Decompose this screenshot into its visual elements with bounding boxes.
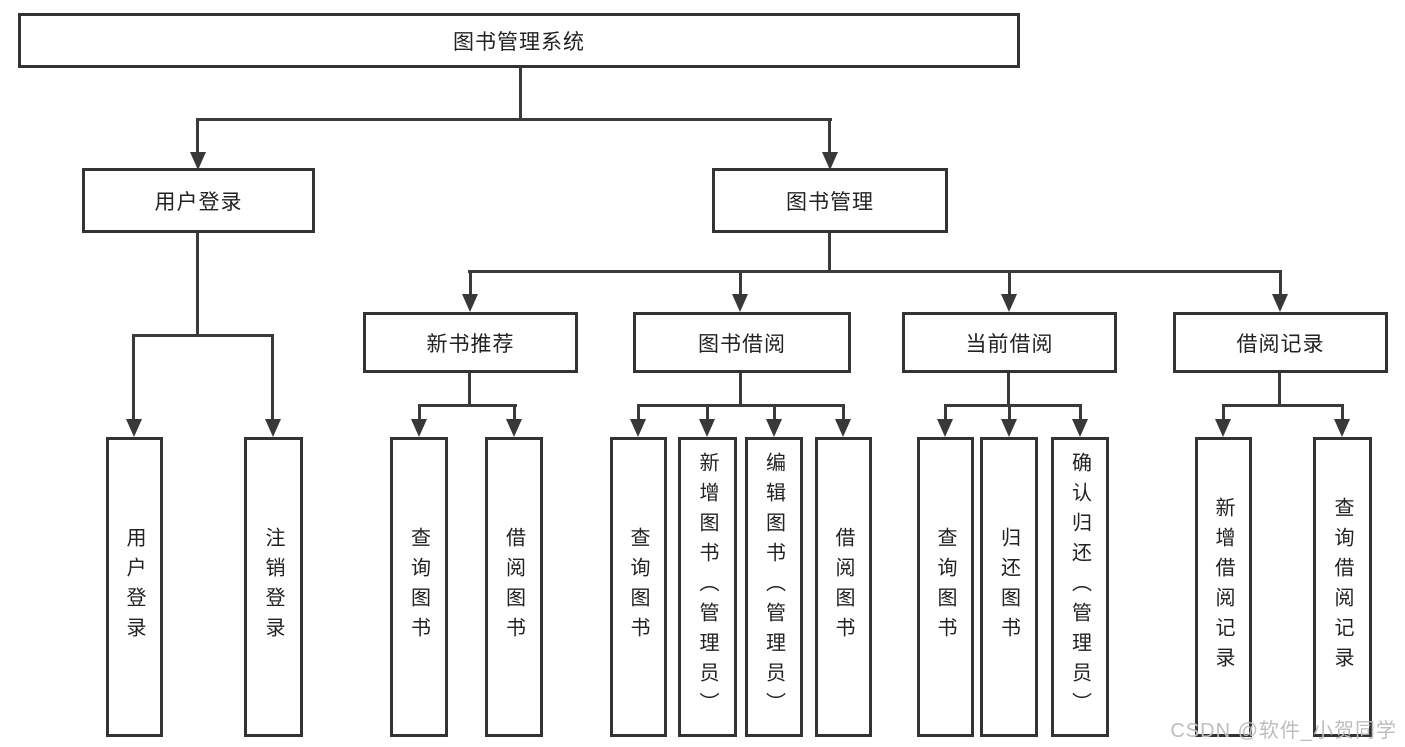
connector-vline — [519, 68, 522, 121]
connector-hline — [944, 404, 1082, 407]
connector-stem — [418, 404, 421, 422]
connector-stem — [469, 270, 472, 298]
arrow-down-icon — [1001, 419, 1017, 437]
connector-vline — [1278, 373, 1281, 407]
leaf-bb-add-books-admin: 新增图书（管理员） — [678, 437, 737, 737]
arrow-down-icon — [937, 419, 953, 437]
node-book-borrowing: 图书借阅 — [633, 312, 851, 373]
leaf-nb-borrow-books: 借阅图书 — [485, 437, 543, 737]
arrow-down-icon — [766, 419, 782, 437]
connector-stem — [132, 334, 135, 424]
leaf-br-query-record: 查询借阅记录 — [1313, 437, 1372, 737]
connector-stem — [637, 404, 640, 422]
connector-stem — [196, 118, 199, 156]
connector-stem — [773, 404, 776, 422]
arrow-down-icon — [1215, 419, 1231, 437]
connector-vline — [196, 233, 199, 337]
arrow-down-icon — [126, 419, 142, 437]
leaf-cb-confirm-return-admin: 确认归还（管理员） — [1051, 437, 1109, 737]
leaf-user-login: 用户登录 — [106, 437, 163, 737]
arrow-down-icon — [1072, 419, 1088, 437]
leaf-nb-query-books: 查询图书 — [390, 437, 448, 737]
connector-stem — [739, 270, 742, 298]
connector-hline — [418, 404, 517, 407]
connector-hline — [196, 118, 832, 121]
leaf-cb-return-books: 归还图书 — [980, 437, 1038, 737]
connector-vline — [828, 233, 831, 273]
arrow-down-icon — [462, 294, 478, 312]
leaf-logout: 注销登录 — [244, 437, 303, 737]
arrow-down-icon — [1272, 294, 1288, 312]
connector-vline — [739, 373, 742, 407]
node-current-borrowing: 当前借阅 — [902, 312, 1117, 373]
leaf-bb-query-books: 查询图书 — [610, 437, 667, 737]
arrow-down-icon — [732, 294, 748, 312]
connector-stem — [271, 334, 274, 424]
connector-hline — [637, 404, 845, 407]
arrow-down-icon — [822, 152, 838, 170]
arrow-down-icon — [1334, 419, 1350, 437]
arrow-down-icon — [190, 152, 206, 170]
connector-hline — [132, 334, 274, 337]
node-book-management: 图书管理 — [712, 168, 948, 233]
leaf-br-add-record: 新增借阅记录 — [1195, 437, 1252, 737]
connector-stem — [1341, 404, 1344, 422]
arrow-down-icon — [411, 419, 427, 437]
node-user-login: 用户登录 — [82, 168, 315, 233]
arrow-down-icon — [835, 419, 851, 437]
connector-stem — [1008, 404, 1011, 422]
arrow-down-icon — [1001, 294, 1017, 312]
connector-stem — [944, 404, 947, 422]
leaf-cb-query-books: 查询图书 — [917, 437, 974, 737]
connector-stem — [513, 404, 516, 422]
node-borrowing-records: 借阅记录 — [1173, 312, 1388, 373]
arrow-down-icon — [265, 419, 281, 437]
node-new-book-recommendation: 新书推荐 — [363, 312, 578, 373]
connector-stem — [1008, 270, 1011, 298]
watermark: CSDN @软件_小贺同学 — [1170, 720, 1397, 742]
connector-vline — [1007, 373, 1010, 407]
node-library-management-system: 图书管理系统 — [18, 13, 1020, 68]
connector-hline — [1222, 404, 1344, 407]
connector-vline — [468, 373, 471, 407]
connector-stem — [1079, 404, 1082, 422]
leaf-bb-edit-books-admin: 编辑图书（管理员） — [745, 437, 803, 737]
arrow-down-icon — [699, 419, 715, 437]
connector-stem — [1222, 404, 1225, 422]
connector-stem — [706, 404, 709, 422]
connector-stem — [842, 404, 845, 422]
connector-stem — [1279, 270, 1282, 298]
arrow-down-icon — [506, 419, 522, 437]
connector-hline — [468, 270, 1282, 273]
connector-stem — [828, 118, 831, 156]
arrow-down-icon — [630, 419, 646, 437]
leaf-bb-borrow-books: 借阅图书 — [815, 437, 872, 737]
